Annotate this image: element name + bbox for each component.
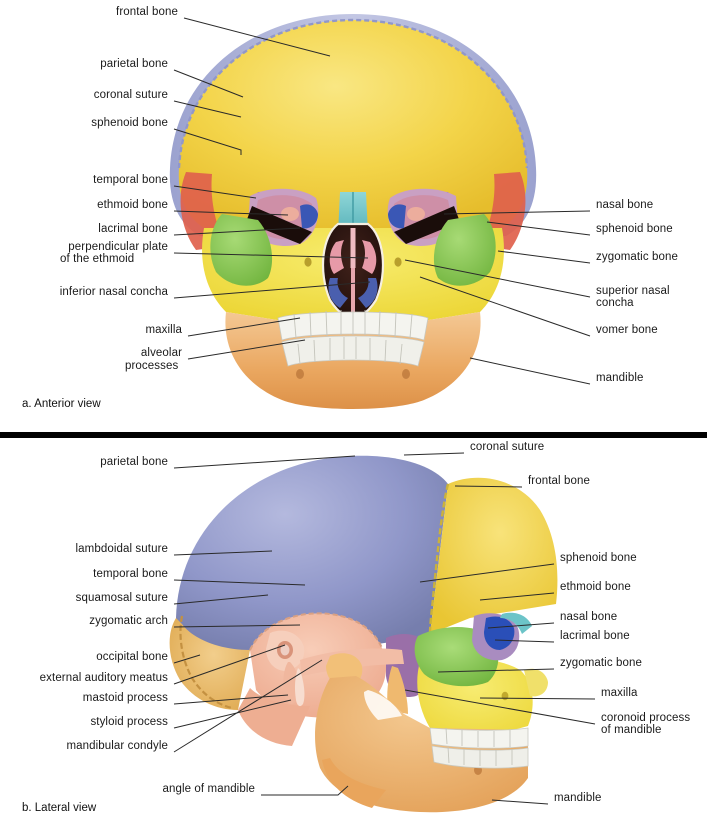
label-lacrimal-bone-anterior: lacrimal bone [98, 223, 168, 235]
label-alveolar-processes-line1: alveolar [140, 347, 182, 359]
lateral-view-panel: parietal bone lambdoidal suture temporal… [0, 438, 707, 823]
label-coronoid-process-line1: coronoid process [601, 712, 691, 724]
label-nasal-bone-anterior: nasal bone [596, 199, 654, 211]
anterior-view-panel: frontal bone parietal bone coronal sutur… [22, 6, 678, 410]
label-ethmoid-bone-anterior: ethmoid bone [97, 199, 168, 211]
label-temporal-bone-anterior: temporal bone [93, 174, 168, 186]
label-maxilla-anterior: maxilla [145, 324, 182, 336]
label-occipital-bone: occipital bone [96, 651, 168, 663]
label-zygomatic-arch: zygomatic arch [89, 615, 168, 627]
inferior-nasal-concha-right [358, 278, 378, 308]
label-external-auditory-meatus: external auditory meatus [39, 672, 168, 684]
label-frontal-bone-anterior: frontal bone [116, 6, 178, 18]
label-angle-of-mandible: angle of mandible [162, 783, 255, 795]
label-zygomatic-bone-anterior: zygomatic bone [596, 251, 678, 263]
label-coronal-suture-anterior: coronal suture [93, 89, 168, 101]
occipital-bone-lateral [169, 618, 250, 710]
label-superior-nasal-concha-line2: concha [596, 297, 634, 309]
coronoid-process [387, 666, 408, 714]
label-mandible-anterior: mandible [596, 372, 644, 384]
lateral-skull-illustration [169, 452, 596, 813]
label-parietal-bone-anterior: parietal bone [100, 58, 168, 70]
infraorbital-foramen-lateral [501, 691, 509, 701]
label-sphenoid-bone-right-anterior: sphenoid bone [596, 223, 673, 235]
label-alveolar-processes-line2: processes [125, 360, 179, 372]
frontal-bone-lateral [430, 477, 558, 634]
label-coronoid-process-line2: of mandible [601, 724, 662, 736]
styloid-process [294, 668, 305, 707]
label-coronal-suture-lateral: coronal suture [470, 441, 545, 453]
label-mandibular-condyle: mandibular condyle [66, 740, 168, 752]
label-parietal-bone-lateral: parietal bone [100, 456, 168, 468]
caption-anterior-view: a. Anterior view [22, 398, 101, 410]
label-perpendicular-plate-line1: perpendicular plate [68, 241, 168, 253]
nasal-aperture-lateral [524, 668, 548, 697]
inferior-nasal-concha-left [328, 278, 348, 308]
label-mastoid-process: mastoid process [82, 692, 168, 704]
mastoid-region [238, 688, 310, 746]
label-lambdoidal-suture: lambdoidal suture [75, 543, 168, 555]
panel-divider [0, 432, 707, 438]
label-zygomatic-bone-lateral: zygomatic bone [560, 657, 642, 669]
caption-lateral-view: b. Lateral view [22, 802, 97, 814]
coronal-suture-lateral [428, 483, 450, 635]
label-styloid-process: styloid process [90, 716, 168, 728]
leader-lines-lateral [173, 452, 596, 805]
nasal-bone-lateral [500, 612, 532, 634]
mandible-lateral [315, 676, 528, 813]
label-lacrimal-bone-lateral: lacrimal bone [560, 630, 630, 642]
label-inferior-nasal-concha-anterior: inferior nasal concha [59, 286, 168, 298]
teeth-lateral [429, 727, 529, 769]
anterior-skull-illustration [169, 14, 591, 409]
ear-canal-group [266, 630, 305, 671]
mental-foramen-left [296, 369, 304, 379]
zygomatic-bone-right-anterior [433, 214, 496, 286]
label-frontal-bone-lateral: frontal bone [528, 475, 590, 487]
squamosal-suture [249, 612, 387, 663]
lacrimal-bone-lateral [484, 616, 515, 650]
angle-of-mandible [322, 758, 386, 808]
parietal-bone-lateral [176, 455, 448, 652]
label-squamosal-suture: squamosal suture [75, 592, 168, 604]
label-sphenoid-bone-anterior: sphenoid bone [91, 117, 168, 129]
coronal-suture-anterior [177, 18, 529, 169]
label-mandible-lateral: mandible [554, 792, 602, 804]
teeth-anterior [277, 310, 429, 367]
frontal-bone-anterior [178, 20, 528, 228]
label-vomer-bone-anterior: vomer bone [596, 324, 658, 336]
label-ethmoid-bone-lateral: ethmoid bone [560, 581, 631, 593]
orbit-lateral [472, 612, 532, 661]
label-temporal-bone-lateral: temporal bone [93, 568, 168, 580]
mental-foramen-right [402, 369, 410, 379]
superior-nasal-concha-right [362, 240, 377, 274]
label-maxilla-lateral: maxilla [601, 687, 638, 699]
leader-lines-anterior [173, 17, 591, 385]
label-perpendicular-plate-line2: of the ethmoid [60, 253, 135, 265]
label-superior-nasal-concha-line1: superior nasal [596, 285, 670, 297]
label-sphenoid-bone-lateral: sphenoid bone [560, 552, 637, 564]
orbit-right [387, 188, 460, 246]
label-nasal-bone-lateral: nasal bone [560, 611, 618, 623]
